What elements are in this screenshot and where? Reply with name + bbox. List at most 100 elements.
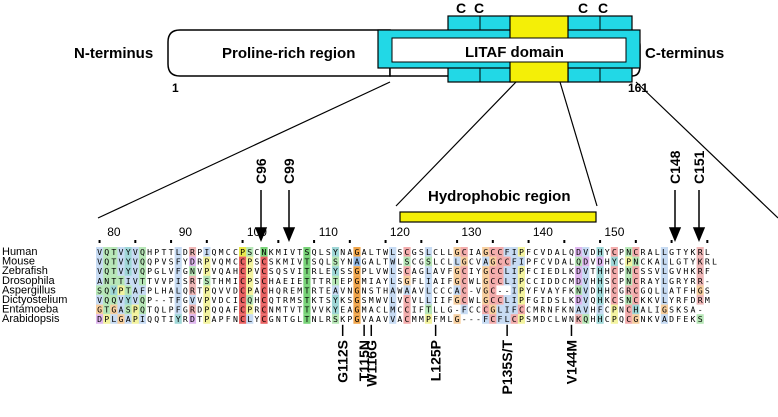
residue-letter: V	[540, 285, 545, 295]
residue-letter: -	[469, 285, 474, 295]
residue-letter: C	[498, 276, 503, 286]
residue-letter: T	[161, 314, 166, 324]
residue-letter: A	[376, 314, 381, 324]
residue-letter: L	[447, 257, 452, 267]
residue-letter: N	[362, 285, 367, 295]
residue-letter: L	[419, 295, 424, 305]
residue-letter: F	[512, 305, 517, 315]
residue-letter: V	[161, 276, 166, 286]
residue-letter: Q	[312, 247, 317, 257]
residue-letter: Y	[555, 285, 560, 295]
residue-cell	[303, 256, 311, 267]
residue-cell	[610, 266, 618, 276]
residue-letter: V	[119, 247, 124, 257]
residue-letter: Y	[333, 295, 338, 305]
residue-letter: M	[390, 305, 395, 315]
residue-cell	[203, 304, 211, 315]
residue-cell	[389, 285, 397, 295]
residue-cell	[353, 275, 361, 286]
residue-letter: L	[712, 257, 717, 267]
residue-letter: N	[626, 266, 631, 276]
residue-cell	[596, 247, 604, 257]
residue-letter: T	[304, 295, 309, 305]
residue-cell	[188, 275, 197, 286]
residue-letter: G	[119, 314, 124, 324]
residue-letter: W	[469, 276, 474, 286]
residue-letter: C	[412, 257, 417, 267]
residue-letter: I	[297, 266, 302, 276]
residue-letter: C	[262, 276, 267, 286]
residue-letter: S	[247, 247, 252, 257]
residue-letter: S	[204, 276, 209, 286]
residue-cell	[517, 285, 525, 295]
c-terminus-label: C-terminus	[645, 45, 724, 62]
residue-letter: G	[455, 314, 460, 324]
residue-letter: V	[161, 257, 166, 267]
residue-letter: I	[540, 266, 545, 276]
residue-letter: P	[204, 295, 209, 305]
residue-cell	[131, 247, 139, 257]
residue-cell	[96, 314, 104, 324]
residue-cell	[117, 275, 125, 286]
residue-letter: C	[498, 295, 503, 305]
residue-letter: H	[598, 314, 603, 324]
residue-letter: A	[576, 305, 581, 315]
residue-cell	[482, 304, 490, 315]
residue-letter: N	[569, 305, 574, 315]
residue-letter: Q	[576, 257, 581, 267]
ruler-dot	[456, 240, 459, 243]
residue-letter: C	[498, 247, 503, 257]
residue-letter: L	[662, 257, 667, 267]
residue-cell	[632, 285, 640, 295]
residue-letter: L	[326, 257, 331, 267]
residue-letter: S	[641, 266, 646, 276]
residue-letter: P	[147, 295, 152, 305]
residue-cell	[110, 275, 118, 286]
residue-cell	[596, 285, 604, 295]
residue-letter: Q	[140, 266, 145, 276]
residue-letter: K	[569, 266, 574, 276]
residue-letter: G	[462, 257, 467, 267]
residue-letter: A	[433, 266, 438, 276]
residue-letter: T	[104, 305, 109, 315]
residue-cell	[489, 304, 497, 315]
residue-letter: A	[133, 285, 138, 295]
ruler-dot	[527, 240, 530, 243]
residue-letter: L	[505, 314, 510, 324]
residue-letter: -	[469, 314, 474, 324]
mutation-label: W116G	[363, 340, 379, 387]
residue-letter: L	[447, 247, 452, 257]
residue-letter: M	[533, 314, 538, 324]
residue-letter: F	[512, 257, 517, 267]
residue-letter: C	[533, 266, 538, 276]
residue-cell	[103, 247, 111, 257]
residue-letter: F	[705, 266, 710, 276]
residue-letter: Q	[104, 295, 109, 305]
residue-letter: Y	[183, 257, 188, 267]
residue-letter: D	[576, 295, 581, 305]
residue-cell	[503, 256, 511, 267]
residue-letter: V	[154, 276, 159, 286]
residue-letter: C	[505, 257, 510, 267]
residue-letter: H	[633, 305, 638, 315]
ruler-dot	[420, 240, 423, 243]
residue-letter: H	[598, 276, 603, 286]
residue-letter: K	[676, 305, 681, 315]
residue-cell	[246, 275, 254, 286]
residue-letter: A	[405, 285, 410, 295]
residue-letter: H	[605, 285, 610, 295]
residue-cell	[424, 247, 433, 257]
residue-cell	[124, 285, 132, 295]
residue-letter: C	[533, 247, 538, 257]
residue-letter: C	[262, 285, 267, 295]
residue-letter: Y	[605, 247, 610, 257]
residue-letter: L	[369, 266, 374, 276]
residue-letter: L	[390, 266, 395, 276]
residue-cell	[203, 247, 211, 257]
residue-cell	[110, 256, 118, 267]
residue-letter: I	[283, 247, 288, 257]
ruler-dot	[563, 240, 566, 243]
residue-letter: H	[590, 314, 595, 324]
